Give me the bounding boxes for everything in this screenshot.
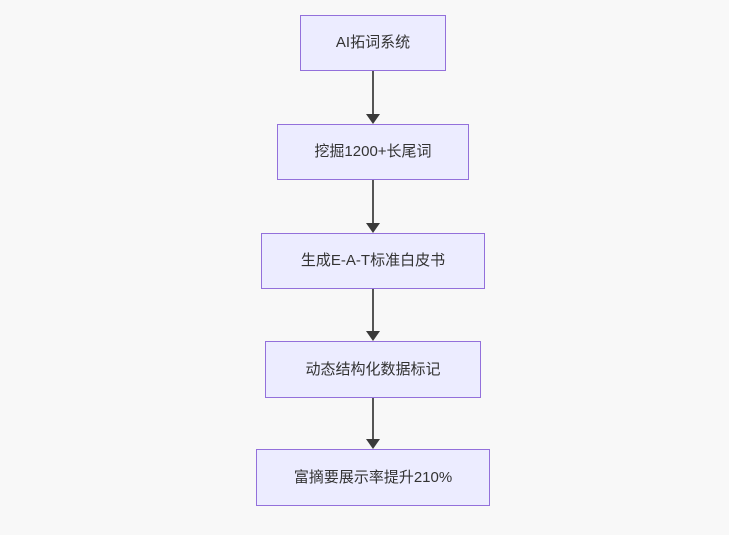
flow-node-label: 生成E-A-T标准白皮书 [300, 252, 446, 269]
edge-n2-n3 [366, 180, 380, 233]
edge-n4-n5 [366, 398, 380, 449]
arrowhead-down-icon [366, 114, 380, 124]
flow-node-label: AI拓词系统 [335, 34, 411, 51]
edge-n3-n4 [366, 289, 380, 341]
flow-node-label: 挖掘1200+长尾词 [314, 143, 432, 160]
flow-node-generate-eat-whitepaper: 生成E-A-T标准白皮书 [261, 233, 485, 289]
arrowhead-down-icon [366, 331, 380, 341]
flow-node-label: 动态结构化数据标记 [305, 360, 441, 378]
flow-node-mine-longtail-keywords: 挖掘1200+长尾词 [277, 124, 469, 180]
arrow-line [372, 71, 374, 114]
flow-node-label: 富摘要展示率提升210% [293, 468, 453, 486]
arrowhead-down-icon [366, 439, 380, 449]
arrowhead-down-icon [366, 223, 380, 233]
flow-node-dynamic-structured-data-markup: 动态结构化数据标记 [265, 341, 481, 398]
arrow-line [372, 180, 374, 223]
arrow-line [372, 398, 374, 439]
flow-node-rich-snippet-rate-increase: 富摘要展示率提升210% [256, 449, 490, 506]
edge-n1-n2 [366, 71, 380, 124]
arrow-line [372, 289, 374, 331]
flow-node-ai-word-expansion-system: AI拓词系统 [300, 15, 446, 71]
